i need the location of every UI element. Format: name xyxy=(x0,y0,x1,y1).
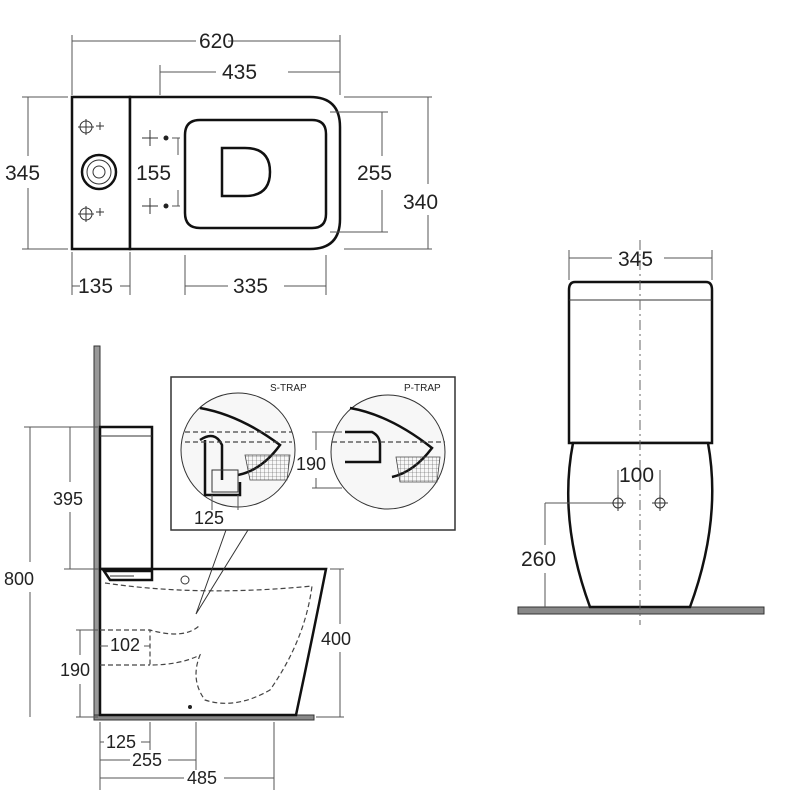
p-trap-label: P-TRAP xyxy=(404,383,441,394)
dim-overall-projection: 485 xyxy=(187,768,217,788)
trap-detail: S-TRAP P-TRAP 125 190 xyxy=(170,376,456,615)
dim-front-fixing-spacing: 100 xyxy=(619,464,654,487)
bowl-interior xyxy=(104,582,313,704)
flush-button-mid xyxy=(86,159,112,185)
dim-p-trap: 190 xyxy=(296,454,326,474)
dim-cistern-depth: 135 xyxy=(78,275,113,298)
dim-seat-width: 255 xyxy=(357,162,392,185)
seat-opening xyxy=(183,118,328,230)
dim-front-fixing-height: 260 xyxy=(521,548,556,571)
dim-cistern-height: 395 xyxy=(53,489,83,509)
dim-s-trap: 125 xyxy=(194,508,224,528)
cistern-side xyxy=(98,425,154,571)
flush-button-outer xyxy=(80,153,118,191)
top-view: 620 435 345 155 255 340 135 335 xyxy=(5,30,438,298)
dim-wall-to-fixing: 255 xyxy=(132,750,162,770)
dim-overall-length: 620 xyxy=(199,30,234,53)
dim-pan-height: 400 xyxy=(321,629,351,649)
trap-leader xyxy=(195,529,249,615)
front-fixing-holes xyxy=(610,495,668,511)
pan-fixing-points xyxy=(142,130,169,214)
side-view: 395 800 400 102 190 125 255 485 xyxy=(4,345,351,790)
dim-seat-length: 335 xyxy=(233,275,268,298)
dim-overall-width: 345 xyxy=(5,162,40,185)
seat-side xyxy=(101,569,154,582)
cistern-plan xyxy=(70,95,132,251)
dim-outlet-height: 190 xyxy=(60,660,90,680)
dim-bowl-length: 435 xyxy=(222,61,257,84)
s-trap-label: S-TRAP xyxy=(270,383,307,394)
dim-bowl-width: 340 xyxy=(403,191,438,214)
dim-inlet-offset: 102 xyxy=(110,635,140,655)
front-view: 345 100 260 xyxy=(517,240,765,625)
flush-button-inner xyxy=(92,165,106,179)
bowl-plan xyxy=(128,95,342,251)
dim-front-cistern-width: 345 xyxy=(618,248,653,271)
dim-wall-to-outlet: 125 xyxy=(106,732,136,752)
pan-side xyxy=(98,567,328,717)
cistern-fixing-holes xyxy=(78,119,104,222)
bowl-opening xyxy=(220,146,272,198)
dim-overall-height: 800 xyxy=(4,569,34,589)
dim-fixing-spacing: 155 xyxy=(136,162,171,185)
